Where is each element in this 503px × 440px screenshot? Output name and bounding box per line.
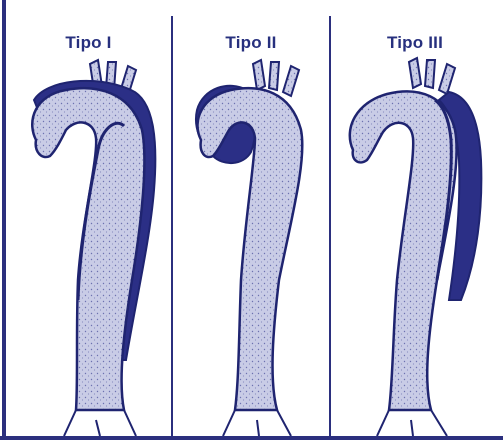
panel-tipo-3: Tipo III xyxy=(331,0,499,436)
panel-tipo-1: Tipo I xyxy=(6,0,171,436)
panel-tipo-2: Tipo II xyxy=(173,0,329,436)
iliac-bifurcation xyxy=(64,410,136,436)
aorta-illustration-type-2 xyxy=(173,0,329,436)
arch-branches xyxy=(409,58,455,94)
figure-border-bottom xyxy=(0,436,503,440)
aortic-lumen xyxy=(32,88,144,410)
aorta-illustration-type-3 xyxy=(331,0,499,436)
aorta-illustration-type-1 xyxy=(6,0,171,436)
iliac-bifurcation xyxy=(377,410,447,436)
iliac-bifurcation xyxy=(223,410,291,436)
